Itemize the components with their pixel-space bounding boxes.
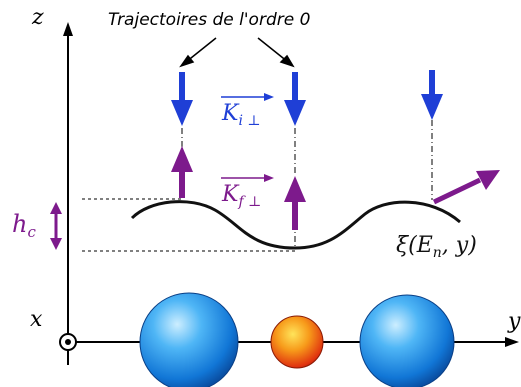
atom-small-center [271,316,323,368]
incident-arrow-2 [284,72,306,126]
atom-large-left [140,293,238,387]
final-arrow-2 [284,176,306,230]
x-axis-label: x [30,307,43,332]
z-axis-label: z [31,5,44,30]
final-arrow-diagonal [434,170,500,202]
xi-surface-label: ξ(En, y) [396,233,477,261]
y-axis-label: y [507,309,521,334]
svg-text:Kf ⊥: Kf ⊥ [221,182,261,210]
k-final-label: Kf ⊥ [221,174,274,210]
hc-double-arrow [50,202,62,250]
diagram-title: Trajectoires de l'ordre 0 [108,10,310,30]
k-incident-label: Ki ⊥ [221,93,274,129]
trajectory-guide-lines [182,120,432,248]
title-pointer-arrows [181,38,293,66]
atom-large-right [360,295,454,387]
z-axis [63,22,73,365]
x-axis-out-of-page-icon [60,334,76,350]
incident-arrow-1 [171,72,193,126]
incident-arrow-3 [421,70,443,120]
hc-label: hc [12,210,36,241]
svg-text:Ki ⊥: Ki ⊥ [221,101,261,129]
final-arrow-1 [171,146,193,198]
